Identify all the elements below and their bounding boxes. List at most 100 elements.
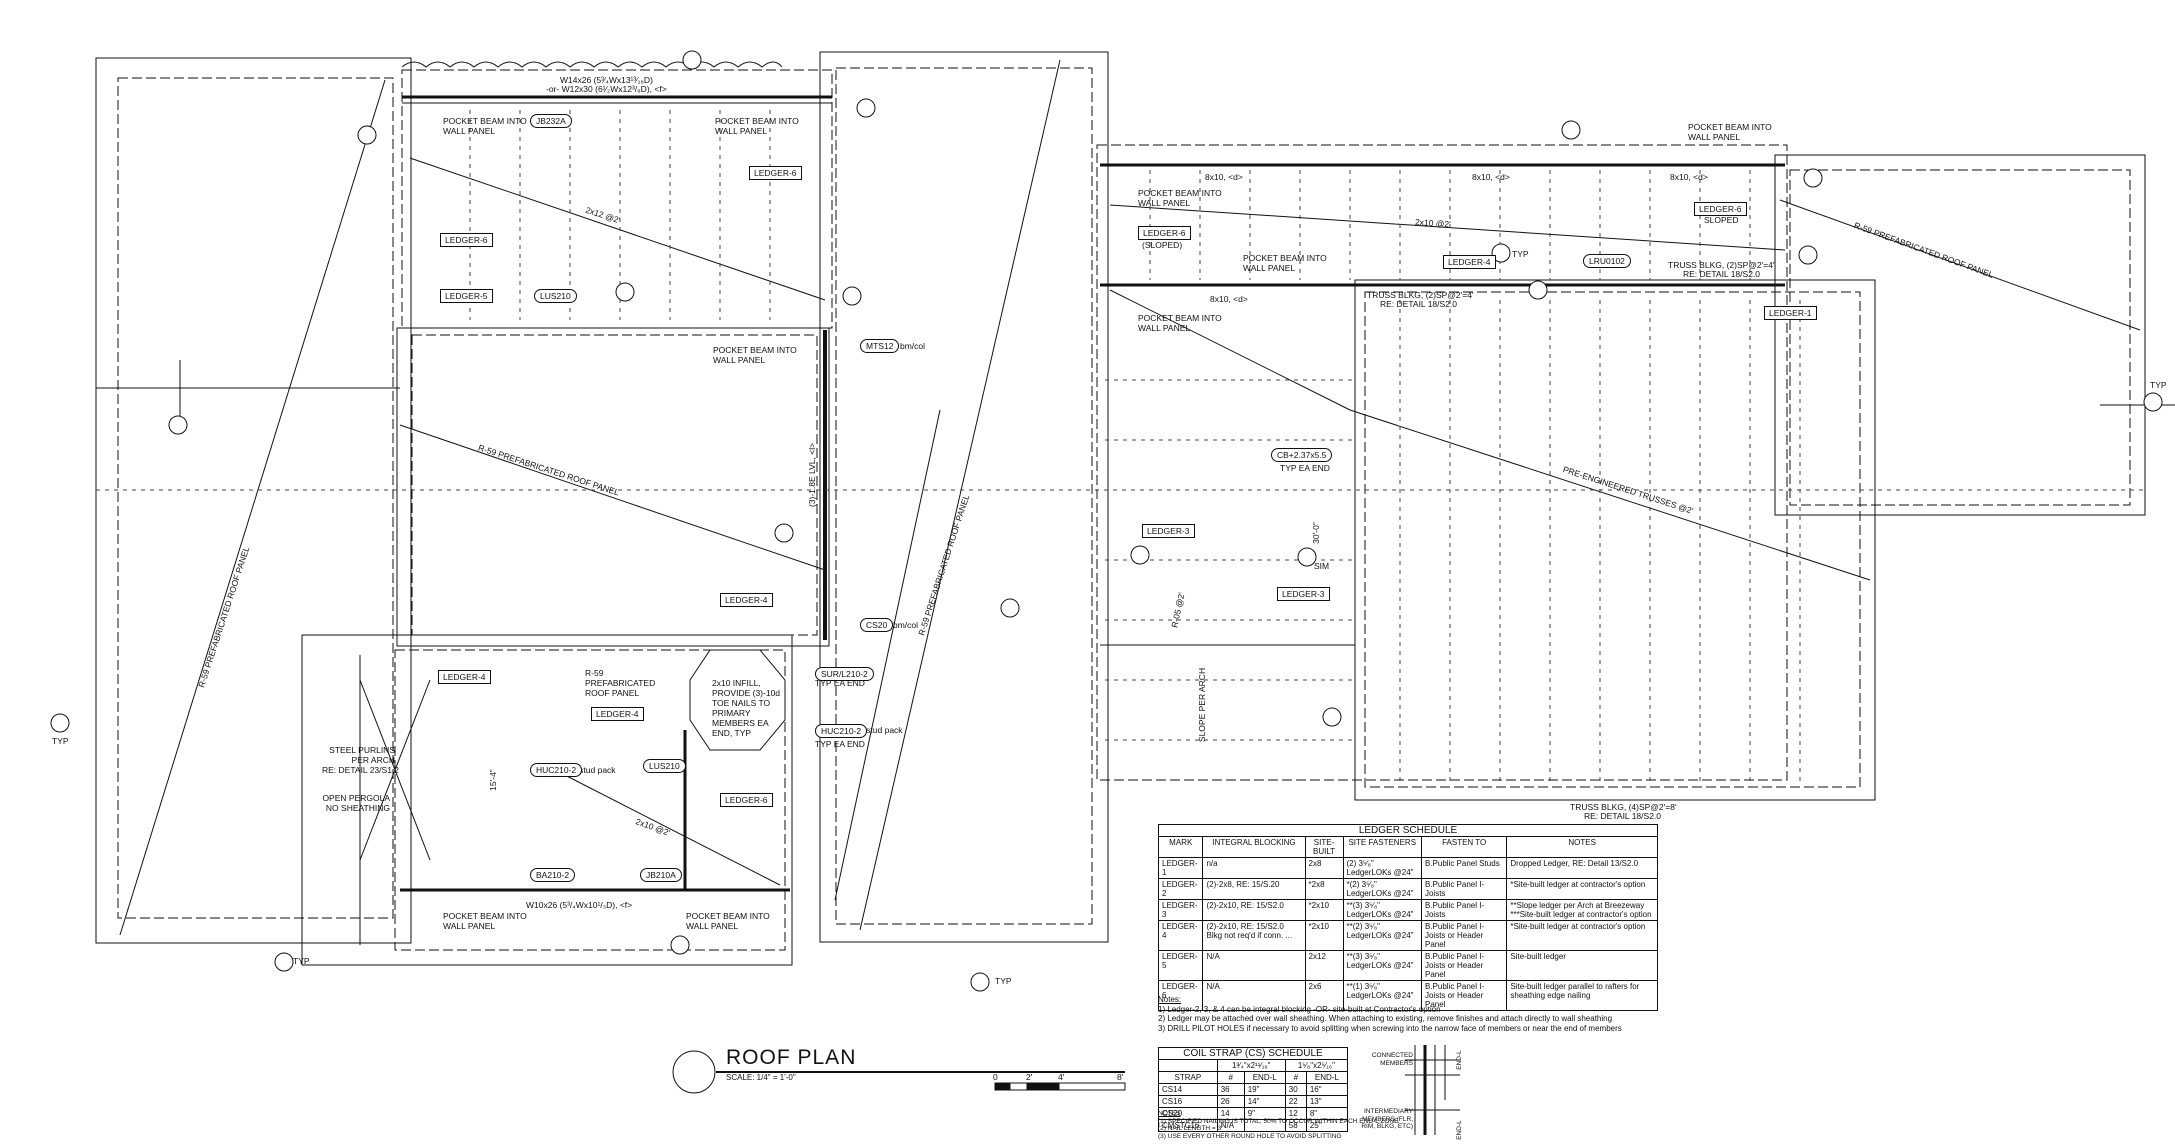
column-header: 1³⁄₄"x2¹¹⁄₁₆" [1216, 1059, 1286, 1072]
column-header: END-L [1305, 1071, 1349, 1084]
garage-trusses [1354, 279, 1876, 801]
table-cell: LEDGER-1 [1157, 857, 1204, 879]
hardware-tag: HUC210-2 [530, 763, 583, 777]
scale-tick: 8' [1117, 1072, 1124, 1082]
pocket-beam-label: POCKET BEAM INTO WALL PANEL [713, 345, 797, 365]
table-cell: 19" [1243, 1083, 1286, 1096]
ledger-tag: LEDGER-3 [1142, 524, 1195, 538]
strap-detail [1405, 1045, 1460, 1135]
table-cell: **Slope ledger per Arch at Breezeway ***… [1506, 899, 1658, 921]
hardware-tag: CS20 [860, 618, 894, 632]
table-cell: **(3) 3⁵⁄₈" LedgerLOKs @24" [1342, 950, 1422, 981]
ledger-schedule: LEDGER SCHEDULE MARK INTEGRAL BLOCKING S… [1157, 824, 1658, 1011]
column-header: MARK [1157, 836, 1204, 858]
slope-label: SLOPE PER ARCH [1197, 667, 1208, 743]
pocket-beam-label: POCKET BEAM INTO WALL PANEL [715, 116, 799, 136]
table-cell: **(3) 3⁵⁄₈" LedgerLOKs @24" [1342, 899, 1422, 921]
table-cell: 2x6 [1304, 980, 1344, 1011]
note-item: 1) Ledger-2, 3, & 4 can be integral bloc… [1158, 1004, 1441, 1014]
scale-tick: 2' [1026, 1072, 1033, 1082]
connection-label: bm/stud pack [565, 765, 616, 775]
table-cell: 22 [1284, 1095, 1307, 1108]
infill-note: 2x10 INFILL, PROVIDE (3)-10d TOE NAILS T… [712, 678, 781, 738]
ledger-tag: LEDGER-4 [591, 707, 644, 721]
column-header: FASTEN TO [1420, 836, 1508, 858]
column-header: # [1284, 1071, 1307, 1084]
pocket-beam-label: POCKET BEAM INTO WALL PANEL [1243, 253, 1327, 273]
middle-bay [396, 327, 830, 647]
note-item: NOTES [1158, 1110, 1181, 1117]
garage-trusses-inner [1364, 291, 1861, 788]
detail-label: CONNECTED MEMBERS [1371, 1052, 1413, 1067]
table-cell: N/A [1202, 950, 1306, 981]
pocket-beam-label: POCKET BEAM INTO WALL PANEL [1138, 188, 1222, 208]
table-cell: *Site-built ledger at contractor's optio… [1506, 878, 1658, 900]
left-wing-outline [95, 57, 412, 944]
center-panel-inner [835, 67, 1093, 925]
pergola-label: OPEN PERGOLA NO SHEATHING [322, 793, 390, 813]
hardware-tag: JB210A [640, 868, 682, 882]
table-cell: 13" [1305, 1095, 1349, 1108]
note-item: 2) Ledger may be attached over wall shea… [1158, 1014, 1613, 1023]
connection-label: bm/stud pack [852, 725, 903, 735]
table-cell: B.Public Panel I-Joists or Header Panel [1420, 980, 1508, 1011]
right-wing [1774, 154, 2146, 516]
typ-ea-end-label: TYP EA END [815, 678, 865, 688]
column-header: SITE FASTENERS [1342, 836, 1422, 858]
sim-label: SIM [1314, 561, 1330, 571]
middle-bay-inner [411, 334, 818, 636]
sloped-label: SLOPED [1704, 215, 1739, 225]
roof-panel-label: R-59 PREFABRICATED ROOF PANEL [585, 668, 656, 698]
note-item: (3) USE EVERY OTHER ROUND HOLE TO AVOID … [1158, 1132, 1342, 1140]
ledger-tag: LEDGER-4 [438, 670, 491, 684]
scale-note: SCALE: 1/4" = 1'-0" [726, 1073, 796, 1082]
ledger-tag: LEDGER-3 [1277, 587, 1330, 601]
pocket-beam-label: POCKET BEAM INTO WALL PANEL [443, 116, 527, 136]
column-header [1158, 1059, 1218, 1072]
coil-schedule-title: COIL STRAP (CS) SCHEDULE [1158, 1047, 1348, 1060]
center-panel [819, 51, 1109, 943]
table-cell: (2) 3⁵⁄₈" LedgerLOKs @24" [1342, 857, 1422, 879]
right-wing-inner [1789, 169, 2131, 506]
connection-label: bm/col [900, 341, 926, 351]
truss-blocking-detail: RE: DETAIL 18/S2.0 [1380, 299, 1458, 309]
table-cell: *2x10 [1304, 899, 1344, 921]
drawing-title: ROOF PLAN SCALE: 1/4" = 1'-0" [726, 1046, 856, 1083]
truss-blocking-label: TRUSS BLKG, (2)SP@2'=4' [1367, 290, 1474, 300]
ledger-schedule-header: MARK INTEGRAL BLOCKING SITE-BUILT SITE F… [1157, 836, 1658, 858]
hardware-tag: MTS12 [860, 339, 900, 353]
table-cell: 26 [1216, 1095, 1245, 1108]
column-header: SITE-BUILT [1304, 836, 1344, 858]
breezeway [301, 634, 793, 966]
ledger-tag: LEDGER-6 [720, 793, 773, 807]
pocket-beam-label: POCKET BEAM INTO WALL PANEL [1138, 313, 1222, 333]
right-cloud-zone [1096, 144, 1788, 781]
table-cell: LEDGER-2 [1157, 878, 1204, 900]
hardware-tag: LUS210 [643, 759, 686, 773]
truss-blocking-detail: RE: DETAIL 18/S2.0 [1683, 269, 1761, 279]
table-cell: Site-built ledger parallel to rafters fo… [1506, 980, 1658, 1011]
member-label: 8x10, <d> [1472, 172, 1510, 182]
table-cell: 30 [1284, 1083, 1307, 1096]
hardware-tag: HUC210-2 [815, 724, 868, 738]
beam-top-or-label: -or- W12x30 (6¹⁄₂Wx12³/₈D), <f> [546, 84, 667, 94]
table-cell: (2)-2x10, RE: 15/S2.0 Blkg not req'd if … [1202, 920, 1306, 951]
ledger-tag: LEDGER-1 [1764, 306, 1817, 320]
detail-label: END-L [1455, 1120, 1463, 1140]
column-header: 1⁵⁄₈"x2⁵⁄₁₆" [1284, 1059, 1349, 1072]
note-item: (1) SPECIFIED NAILING IS TOTAL, 50% TO O… [1158, 1117, 1399, 1125]
ledger-tag: LEDGER-4 [720, 593, 773, 607]
table-cell: LEDGER-4 [1157, 920, 1204, 951]
column-header: END-L [1243, 1071, 1286, 1084]
pocket-beam-label: POCKET BEAM INTO WALL PANEL [686, 911, 770, 931]
left-wing-inner [117, 77, 394, 919]
member-label: 8x10, <d> [1670, 172, 1708, 182]
table-cell: LEDGER-5 [1157, 950, 1204, 981]
beam-bottom-label: W10x26 (5³/₄Wx10¹/₃D), <f> [526, 900, 633, 910]
table-cell: **(2) 3⁵⁄₈" LedgerLOKs @24" [1342, 920, 1422, 951]
dimension-label: 30'-0" [1310, 522, 1321, 544]
